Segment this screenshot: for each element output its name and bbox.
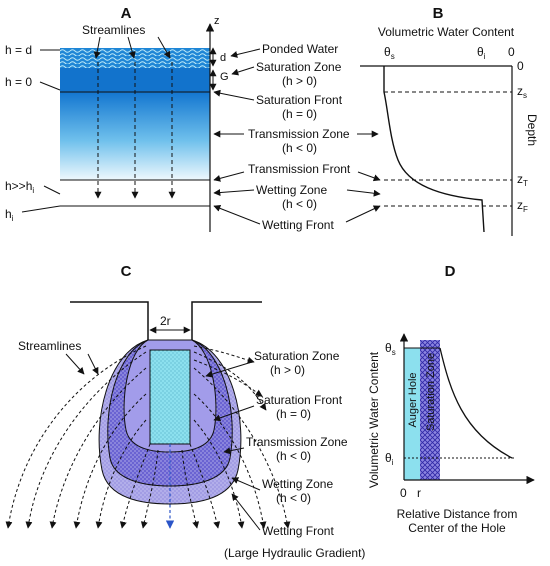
theta-i-label-b: θi xyxy=(477,45,486,61)
panel-label-c: C xyxy=(121,263,132,280)
transmission-zone-cond-a: (h < 0) xyxy=(282,141,317,155)
transmission-front-label-a: Transmission Front xyxy=(248,162,351,176)
x-zero-d: 0 xyxy=(400,486,407,500)
z-t-label: zT xyxy=(517,172,528,188)
streamlines-label-c: Streamlines xyxy=(18,339,81,353)
theta-s-label-d: θs xyxy=(385,341,396,357)
panel-label-d: D xyxy=(445,263,456,280)
streamlines-label-a: Streamlines xyxy=(82,23,145,37)
saturation-front-cond-a: (h = 0) xyxy=(282,107,317,121)
water-content-axis-d: Volumetric Water Content xyxy=(367,351,381,488)
saturation-zone-cond-c: (h > 0) xyxy=(270,363,305,377)
suction-head-g: G xyxy=(220,71,229,83)
saturation-zone-label-d: Saturation Zone xyxy=(425,353,437,431)
x-axis-label-d-line1: Relative Distance from xyxy=(397,507,518,521)
ponding-dimensions: d G xyxy=(209,47,229,91)
wetting-zone-cond-a: (h < 0) xyxy=(282,197,317,211)
h-initial-label: hi xyxy=(5,207,14,223)
h-equals-d-label: h = d xyxy=(5,43,32,57)
h-equals-0-label: h = 0 xyxy=(5,75,32,89)
ground-surface-c xyxy=(70,301,262,340)
h-much-greater-label: h>>hi xyxy=(5,179,34,195)
saturation-zone-label-c: Saturation Zone xyxy=(254,349,340,363)
zero-top-b: 0 xyxy=(508,45,515,59)
x-r-d: r xyxy=(417,486,421,500)
auger-hole-region-d xyxy=(404,348,420,480)
z-axis-a: z xyxy=(205,15,220,232)
auger-hole-water-c xyxy=(149,349,191,445)
panel-label-a: A xyxy=(121,5,132,22)
wetting-zone-label-c: Wetting Zone xyxy=(262,477,333,491)
depth-axis-label: Depth xyxy=(525,114,539,146)
z-f-label: zF xyxy=(517,198,528,214)
z-axis-label: z xyxy=(214,15,220,27)
profile-axes-b: θs θi 0 0 Depth xyxy=(360,45,539,236)
radial-moisture-curve xyxy=(439,347,513,459)
labels-c: Streamlines Saturation Zone (h > 0) Satu… xyxy=(18,339,365,560)
wetting-front-label-a: Wetting Front xyxy=(262,218,334,232)
wetting-zone-label-a: Wetting Zone xyxy=(256,183,327,197)
axes-d: θs θi Volumetric Water Content 0 r Relat… xyxy=(367,333,535,535)
wetting-front-label-c: Wetting Front xyxy=(262,524,334,538)
depth-markers-b: zs zT zF xyxy=(384,84,528,214)
hole-diameter-label: 2r xyxy=(160,314,171,328)
transmission-zone-cond-c: (h < 0) xyxy=(276,449,311,463)
wetting-zone-cond-c: (h < 0) xyxy=(276,491,311,505)
panel-label-b: B xyxy=(433,5,444,22)
saturation-zone-label-a: Saturation Zone xyxy=(256,60,342,74)
saturation-zone-region-d xyxy=(420,340,440,480)
saturation-front-label-a: Saturation Front xyxy=(256,93,343,107)
saturation-front-label-c: Saturation Front xyxy=(256,393,343,407)
saturation-zone-cond-a: (h > 0) xyxy=(282,74,317,88)
water-content-axis-title-b: Volumetric Water Content xyxy=(378,25,515,39)
ponding-depth-d: d xyxy=(220,52,226,64)
theta-i-label-d: θi xyxy=(385,451,394,467)
moisture-profile-curve xyxy=(383,66,485,233)
x-axis-label-d-line2: Center of the Hole xyxy=(408,521,506,535)
wetted-bulb-c xyxy=(98,339,242,505)
transmission-zone-label-a: Transmission Zone xyxy=(248,127,350,141)
ponded-water-label: Ponded Water xyxy=(262,42,338,56)
auger-hole-label-d: Auger Hole xyxy=(407,372,419,427)
left-labels-a: h = d h = 0 h>>hi hi xyxy=(5,43,61,223)
auger-profile-d: Auger Hole Saturation Zone xyxy=(404,340,440,480)
zero-side-b: 0 xyxy=(517,59,524,73)
zone-labels-a: Ponded Water Saturation Zone (h > 0) Sat… xyxy=(213,42,381,232)
streamlines-c xyxy=(5,345,291,529)
theta-s-label-b: θs xyxy=(384,45,395,61)
transmission-zone-label-c: Transmission Zone xyxy=(246,435,348,449)
streamlines-a xyxy=(93,36,176,199)
z-s-label: zs xyxy=(517,84,527,100)
saturation-front-cond-c: (h = 0) xyxy=(276,407,311,421)
gradient-note: (Large Hydraulic Gradient) xyxy=(224,546,365,560)
